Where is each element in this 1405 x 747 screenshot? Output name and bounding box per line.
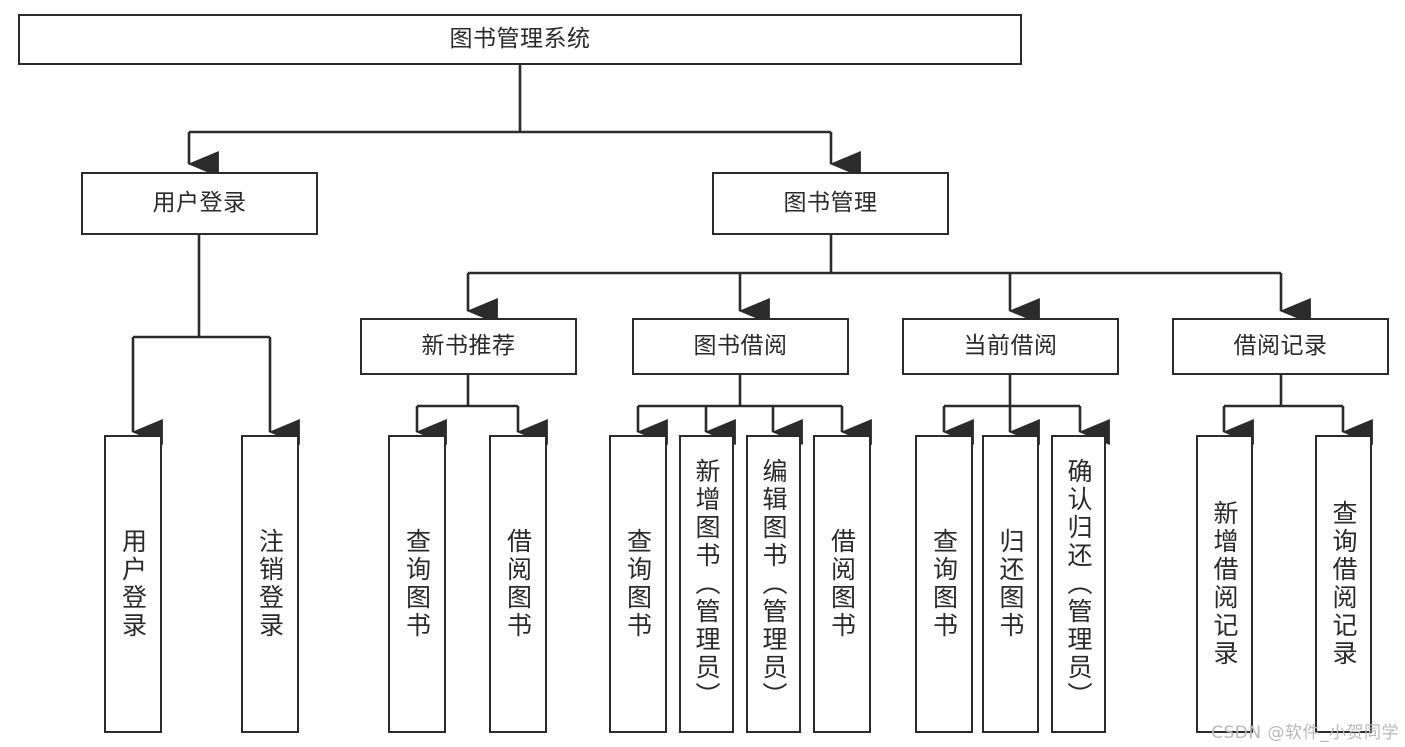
node-user-login-label: 用户登录 <box>152 189 247 216</box>
leaf-query-book-1-label: 查询图书 <box>402 528 432 640</box>
leaf-query-book-2[interactable]: 查询图书 <box>609 435 667 733</box>
leaf-return-book[interactable]: 归还图书 <box>982 435 1039 733</box>
leaf-query-book-3-label: 查询图书 <box>929 528 959 640</box>
node-book-borrow[interactable]: 图书借阅 <box>632 318 849 375</box>
watermark-text: CSDN @软件_小贺同学 <box>1211 723 1399 743</box>
node-borrow-record[interactable]: 借阅记录 <box>1172 318 1389 375</box>
leaf-user-logout[interactable]: 注销登录 <box>241 435 299 733</box>
leaf-query-record[interactable]: 查询借阅记录 <box>1315 435 1372 733</box>
leaf-confirm-return-label: 确认归还（管理员） <box>1064 458 1093 710</box>
node-root-label: 图书管理系统 <box>449 25 591 52</box>
node-new-book-recommend[interactable]: 新书推荐 <box>360 318 577 375</box>
node-new-book-recommend-label: 新书推荐 <box>421 332 516 359</box>
leaf-edit-book-label: 编辑图书（管理员） <box>759 458 788 710</box>
leaf-edit-book[interactable]: 编辑图书（管理员） <box>746 435 801 733</box>
leaf-borrow-book-2-label: 借阅图书 <box>827 528 857 640</box>
leaf-add-book-label: 新增图书（管理员） <box>692 458 721 710</box>
leaf-query-book-1[interactable]: 查询图书 <box>388 435 446 733</box>
node-user-login[interactable]: 用户登录 <box>81 172 318 235</box>
leaf-user-logout-label: 注销登录 <box>255 528 285 640</box>
node-book-manage[interactable]: 图书管理 <box>712 172 949 235</box>
leaf-confirm-return[interactable]: 确认归还（管理员） <box>1051 435 1106 733</box>
leaf-borrow-book-1[interactable]: 借阅图书 <box>489 435 547 733</box>
node-root[interactable]: 图书管理系统 <box>18 14 1022 65</box>
leaf-borrow-book-2[interactable]: 借阅图书 <box>813 435 871 733</box>
leaf-user-login[interactable]: 用户登录 <box>104 435 162 733</box>
leaf-user-login-label: 用户登录 <box>118 528 148 640</box>
leaf-query-book-3[interactable]: 查询图书 <box>915 435 973 733</box>
leaf-query-record-label: 查询借阅记录 <box>1329 500 1358 668</box>
node-current-borrow[interactable]: 当前借阅 <box>902 318 1119 375</box>
leaf-add-book[interactable]: 新增图书（管理员） <box>679 435 734 733</box>
leaf-add-record[interactable]: 新增借阅记录 <box>1196 435 1253 733</box>
leaf-return-book-label: 归还图书 <box>996 528 1025 640</box>
node-book-manage-label: 图书管理 <box>783 189 878 216</box>
leaf-query-book-2-label: 查询图书 <box>623 528 653 640</box>
node-borrow-record-label: 借阅记录 <box>1233 332 1328 359</box>
leaf-add-record-label: 新增借阅记录 <box>1210 500 1239 668</box>
node-current-borrow-label: 当前借阅 <box>963 332 1058 359</box>
leaf-borrow-book-1-label: 借阅图书 <box>503 528 533 640</box>
node-book-borrow-label: 图书借阅 <box>693 332 788 359</box>
